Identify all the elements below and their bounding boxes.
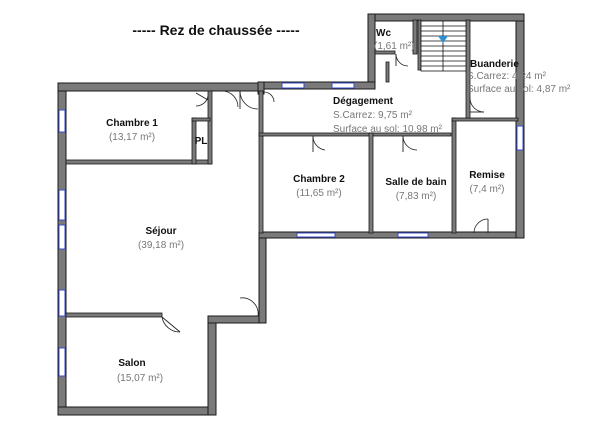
- room-salon: Salon (15,07 m²): [117, 358, 163, 384]
- room-chambre-1: Chambre 1 (13,17 m²): [106, 118, 158, 143]
- room-name: Salle de bain: [385, 177, 446, 188]
- room-area: (1,61 m²): [374, 41, 415, 52]
- plan-title: ----- Rez de chaussée -----: [132, 22, 300, 38]
- room-name: Dégagement: [333, 96, 394, 107]
- room-floor-area: Surface au sol: 10,98 m²: [333, 124, 443, 135]
- room-area: (15,07 m²): [117, 373, 163, 384]
- doors: [161, 53, 489, 333]
- room-name: Salon: [118, 358, 145, 369]
- stair-arrow-icon: [438, 36, 448, 43]
- room-name: Séjour: [145, 226, 176, 237]
- staircase: [420, 20, 467, 72]
- room-name: Chambre 2: [293, 174, 345, 185]
- room-name: Chambre 1: [106, 118, 158, 129]
- room-remise: Remise (7,4 m²): [469, 170, 505, 195]
- room-wc: Wc (1,61 m²): [374, 28, 415, 52]
- room-name: Remise: [469, 170, 505, 181]
- room-area: (11,65 m²): [296, 188, 341, 199]
- room-degagement: Dégagement S.Carrez: 9,75 m² Surface au …: [333, 96, 443, 135]
- windows: [58, 82, 524, 377]
- room-area: (39,18 m²): [138, 240, 184, 251]
- room-name: Wc: [376, 28, 391, 39]
- room-chambre-2: Chambre 2 (11,65 m²): [293, 174, 345, 199]
- room-carrez: S.Carrez: 9,75 m²: [333, 110, 413, 121]
- room-sejour: Séjour (39,18 m²): [138, 226, 184, 251]
- room-floor-area: Surface au sol: 4,87 m²: [467, 84, 571, 95]
- room-area: (7,83 m²): [396, 191, 437, 202]
- interior-walls: [65, 19, 519, 318]
- room-name: Buanderie: [470, 59, 519, 70]
- room-salle-de-bain: Salle de bain (7,83 m²): [385, 177, 446, 202]
- room-area: (13,17 m²): [109, 132, 155, 143]
- room-buanderie: Buanderie S.Carrez: 4,24 m² Surface au s…: [467, 59, 571, 95]
- room-area: (7,4 m²): [470, 184, 505, 195]
- room-carrez: S.Carrez: 4,24 m²: [467, 71, 547, 82]
- room-pl: PL: [195, 136, 208, 147]
- room-name: PL: [195, 136, 208, 147]
